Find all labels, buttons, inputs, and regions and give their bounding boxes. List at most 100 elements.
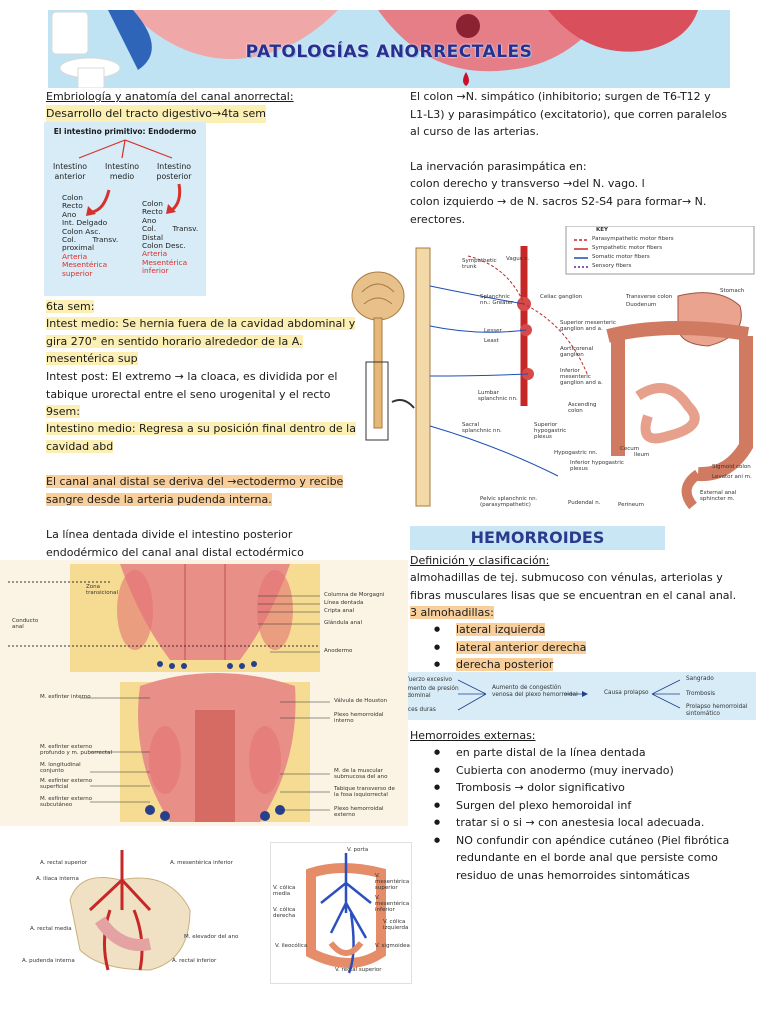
flow-result: Prolapso hemorroidal sintomático xyxy=(686,704,748,717)
cushion-item: derecha posterior xyxy=(410,656,590,674)
parasymp-intro: La inervación parasimpática en: xyxy=(410,160,587,173)
pelvis-label: M. elevador del ano xyxy=(184,934,239,940)
portal-veins-figure: V. porta V. mesentérica superior V. mese… xyxy=(270,842,412,984)
ext-item: en parte distal de la línea dentada xyxy=(410,744,740,762)
cushion-item: lateral anterior derecha xyxy=(410,639,590,657)
header-illustration xyxy=(48,10,730,88)
anal-label: Válvula de Houston xyxy=(334,698,388,704)
veins-label: V. mesentérica inferior xyxy=(375,895,410,913)
posterior-item: Recto xyxy=(142,207,163,217)
anal-label: Línea dentada xyxy=(324,600,364,606)
veins-label: V. porta xyxy=(347,847,369,853)
veins-label: V. cólica izquierda xyxy=(383,919,409,931)
pelvis-label: A. mesentérica inferior xyxy=(170,860,233,866)
anal-canal-illustration xyxy=(8,564,330,822)
veins-label: V. sigmoidea xyxy=(375,943,410,949)
anal-label: M. esfínter externo subcutáneo xyxy=(40,796,93,808)
nerve-label: Lesser xyxy=(484,328,502,334)
nerve-key-item: Somatic motor fibers xyxy=(592,254,650,260)
medio-item: Colon Asc. xyxy=(62,226,101,236)
nerve-label: Superior hypogastric plexus xyxy=(534,422,567,440)
posterior-item: Ano xyxy=(142,215,157,225)
anal-label: Glándula anal xyxy=(324,620,363,626)
anal-label: M. esfínter externo profundo y m. puborr… xyxy=(40,744,112,756)
return-text: Intestino medio: Regresa a su posición f… xyxy=(46,422,356,453)
week6-label: 6ta sem: xyxy=(46,300,95,313)
ext-item: tratar si o si → con anestesia local ade… xyxy=(410,814,740,832)
veins-label: V. rectal superior xyxy=(335,967,382,973)
flow-cause: Heces duras xyxy=(400,707,436,713)
nerve-label: Sacral splanchnic nn. xyxy=(462,422,502,434)
posterior-artery: Mesentérica xyxy=(142,257,188,267)
nerve-label: Cecum xyxy=(620,446,640,452)
anal-label: Conducto anal xyxy=(12,618,39,630)
medio-item: Colon xyxy=(62,193,83,202)
pelvis-label: A. iliaca interna xyxy=(36,876,79,882)
posterior-artery: Arteria xyxy=(142,249,168,259)
nerve-label: Aorticorenal ganglion xyxy=(560,346,594,358)
medio-artery: Mesentérica xyxy=(62,260,108,270)
nerve-label: Perineum xyxy=(618,502,645,508)
pelvis-label: A. pudenda interna xyxy=(22,958,75,964)
autonomic-nerve-figure: KEY Parasympathetic motor fibers Sympath… xyxy=(348,225,758,512)
pelvis-label: A. rectal superior xyxy=(40,860,88,866)
medio-list: Colon Recto Ano Int. Delgado Colon Asc. … xyxy=(62,193,124,278)
week9-label: 9sem: xyxy=(46,405,80,418)
nerve-key-title: KEY xyxy=(596,227,609,233)
ext-item: NO confundir con apéndice cutáneo (Piel … xyxy=(410,832,740,885)
cushions-list: lateral izquierda lateral anterior derec… xyxy=(410,621,590,674)
pelvis-illustration xyxy=(69,850,191,971)
flow-middle: Aumento de congestión venosa del plexo h… xyxy=(492,685,578,698)
embryology-heading: Embriología y anatomía del canal anorrec… xyxy=(46,90,294,103)
veins-label: V. ileocólica xyxy=(275,943,308,949)
anal-label: Anodermo xyxy=(324,648,353,654)
nerve-label: Levator ani m. xyxy=(712,474,752,480)
medio-item: Recto xyxy=(62,201,83,211)
nerve-label: Least xyxy=(484,338,499,344)
intestino-medio-label-2: medio xyxy=(109,172,135,181)
posterior-item: Col. xyxy=(142,224,157,234)
nerve-label: Pudendal n. xyxy=(568,500,601,506)
anal-label: Zona transicional xyxy=(86,584,118,596)
def-text: almohadillas de tej. submucoso con vénul… xyxy=(410,571,737,602)
posterior-item: Distal xyxy=(142,232,164,242)
parasymp-1: colon derecho y transverso →del N. vago.… xyxy=(410,177,645,190)
intestino-anterior-label-2: anterior xyxy=(54,172,86,181)
posterior-artery: inferior xyxy=(142,266,169,276)
ext-item: Trombosis → dolor significativo xyxy=(410,779,740,797)
nerve-label: Sigmoid colon xyxy=(712,464,751,470)
flow-result: Sangrado xyxy=(686,676,714,682)
nerve-label: Ascending colon xyxy=(568,402,597,414)
nerve-key-item: Sensory fibers xyxy=(592,263,632,269)
nerve-label: Sympathetic trunk xyxy=(462,258,497,270)
toilet-icon xyxy=(51,11,121,88)
medio-artery: Arteria xyxy=(62,251,88,261)
embryo-diagram: El intestino primitivo: Endodermo Intest… xyxy=(44,122,206,296)
embryo-title: El intestino primitivo: Endodermo xyxy=(53,127,197,136)
medio-item: proximal xyxy=(62,243,95,253)
medio-item: Ano xyxy=(62,209,77,219)
anal-label: Plexo hemorroidal externo xyxy=(334,806,384,818)
nerve-label: Splanchnic nn.: Greater xyxy=(480,294,514,306)
veins-label: V. cólica derecha xyxy=(273,907,296,919)
nerve-label: Celiac ganglion xyxy=(540,294,583,300)
nerve-label: Ileum xyxy=(634,452,650,458)
nerve-label: Transverse colon xyxy=(626,294,673,300)
anal-canal-figure: Zona transicional Conducto anal M. esfín… xyxy=(0,560,408,826)
anal-label: M. de la muscular submucosa del ano xyxy=(334,768,388,780)
veins-label: V. cólica media xyxy=(273,885,296,897)
ext-item: Cubierta con anodermo (muy inervado) xyxy=(410,762,740,780)
anal-label: Plexo hemorroidal interno xyxy=(334,712,384,724)
ext-list: en parte distal de la línea dentada Cubi… xyxy=(410,744,740,884)
post-text: Intest post: El extremo → la cloaca, es … xyxy=(46,370,338,401)
anal-label: M. esfínter interno xyxy=(40,694,91,700)
nerve-key-item: Sympathetic motor fibers xyxy=(592,245,663,251)
medio-item: Col. xyxy=(62,235,77,245)
parasymp-2: colon izquierdo → de N. sacros S2-S4 par… xyxy=(410,195,707,226)
anal-label: Cripta anal xyxy=(324,608,355,614)
nerve-label: Lumbar splanchnic nn. xyxy=(478,390,518,402)
medio-item: Transv. xyxy=(92,235,119,245)
hemorroides-title: HEMORROIDES xyxy=(410,526,665,550)
dev-4-weeks: Desarrollo del tracto digestivo→4ta sem xyxy=(46,105,266,123)
intestino-posterior-label-1: Intestino xyxy=(156,162,192,171)
